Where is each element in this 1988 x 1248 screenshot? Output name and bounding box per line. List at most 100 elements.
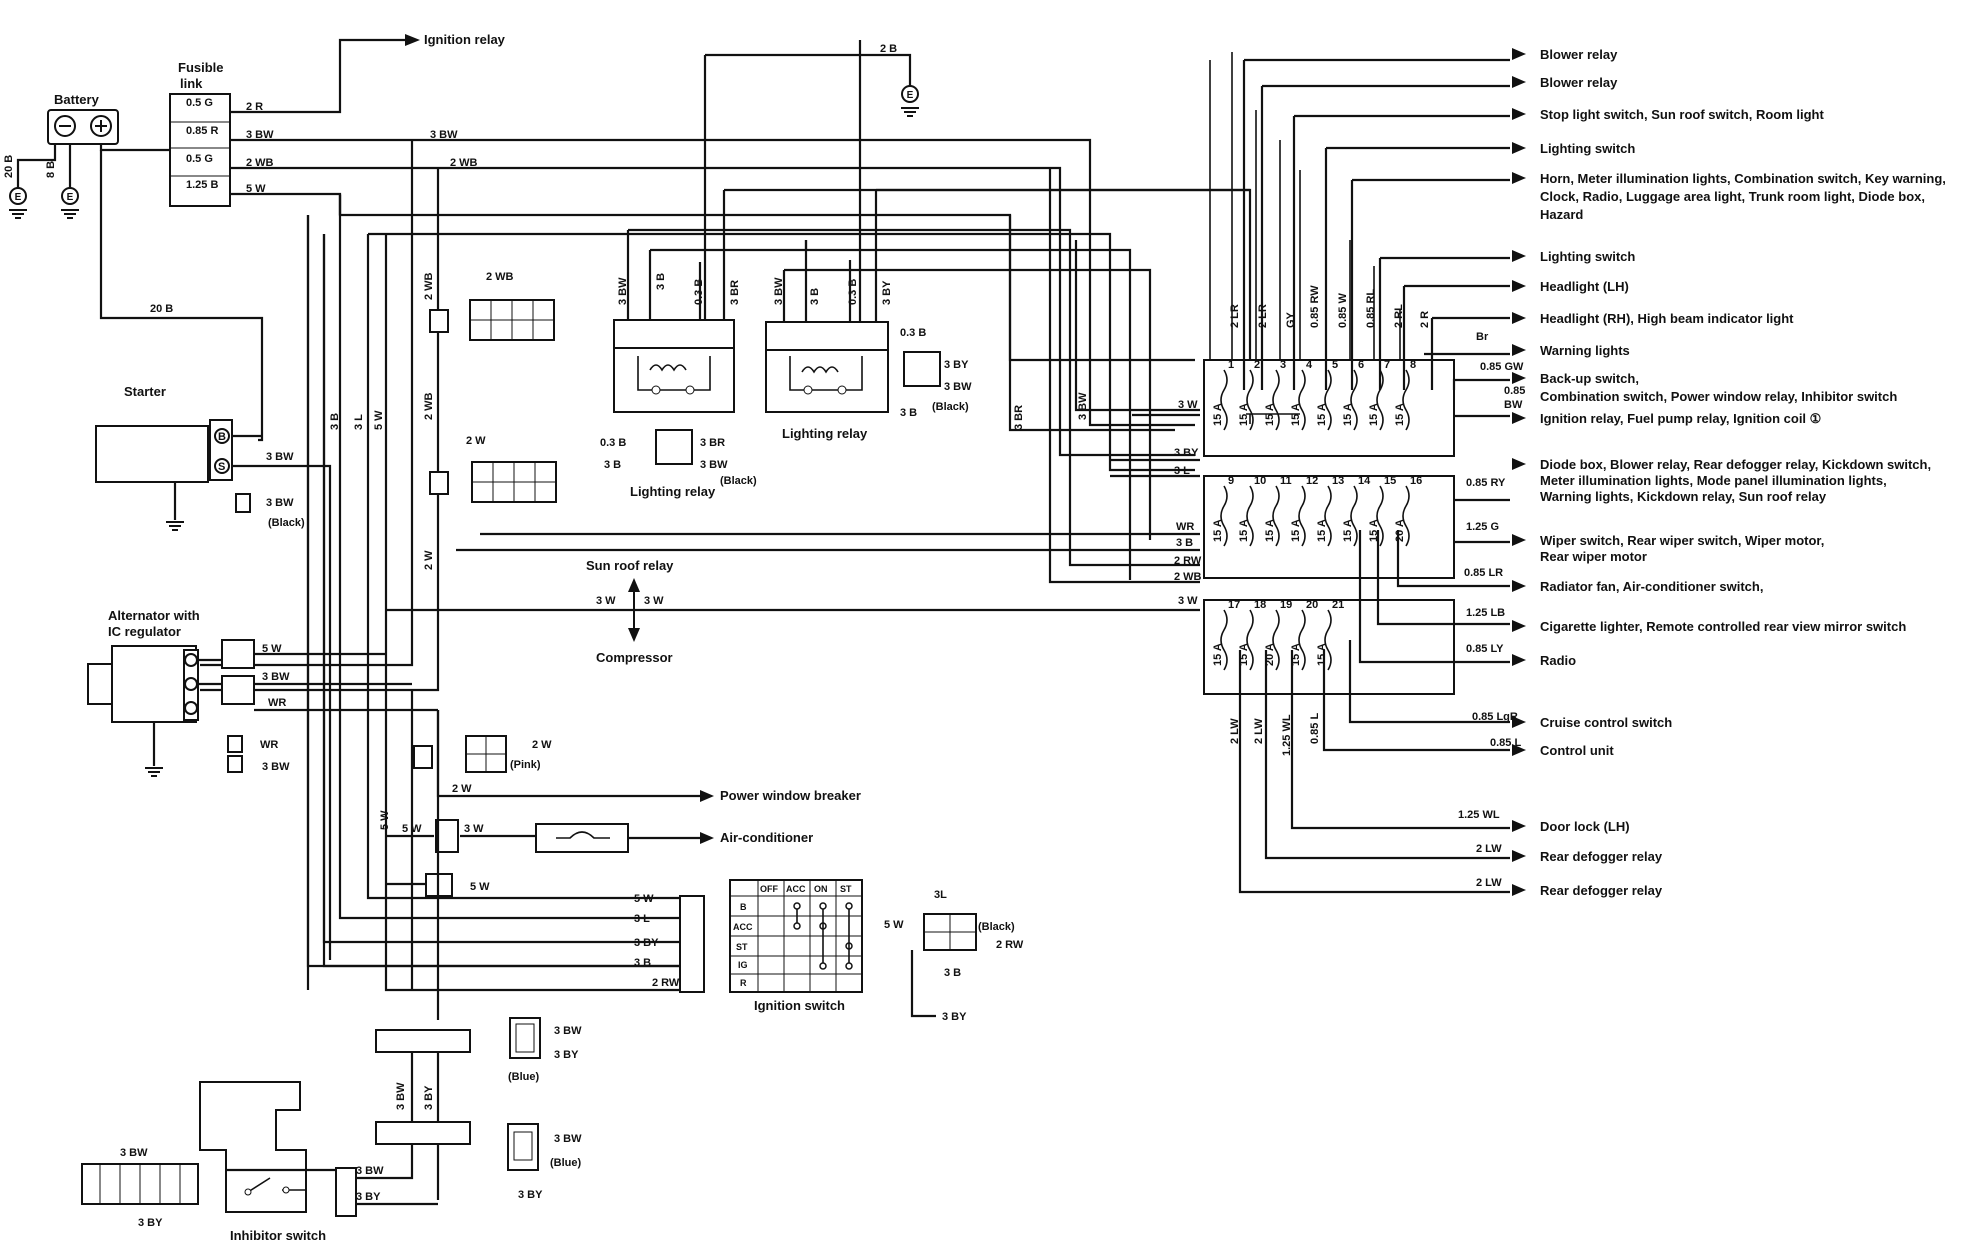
lr2-w2: 3 B xyxy=(809,288,821,305)
fuse-rating-16: 20 A xyxy=(1394,519,1406,542)
pink-2w: 2 W xyxy=(532,739,552,751)
w-2r: 2 R xyxy=(246,101,263,113)
fuse-number-7: 7 xyxy=(1384,359,1390,371)
fuse-rating-3: 15 A xyxy=(1264,403,1276,426)
w-5w-fl: 5 W xyxy=(246,183,266,195)
w-2w-v: 2 W xyxy=(423,550,435,570)
fb-085rw: 0.85 RW xyxy=(1309,285,1321,328)
alternator-label1: Alternator with xyxy=(108,608,200,623)
fb-gy: GY xyxy=(1285,311,1297,328)
ig-2rw: 2 RW xyxy=(652,977,680,989)
svg-text:S: S xyxy=(218,461,225,473)
fb-2rl: 2 RL xyxy=(1393,304,1405,328)
w-3bw-starter: 3 BW xyxy=(266,451,294,463)
inh-3by: 3 BY xyxy=(356,1191,381,1203)
w-3w-ac: 3 W xyxy=(464,823,484,835)
w-2wb-v1: 2 WB xyxy=(423,272,435,300)
ig-row-st: ST xyxy=(736,942,748,952)
lighting-relay-label-2: Lighting relay xyxy=(782,426,868,441)
bc1-blue: (Blue) xyxy=(508,1071,540,1083)
fuse-rating-12: 15 A xyxy=(1290,519,1302,542)
fuse-2: 15 A2 xyxy=(1238,359,1260,431)
fb-085l: 0.85 L xyxy=(1309,713,1321,744)
fuse-box xyxy=(1203,52,1455,695)
fuse-rating-9: 15 A xyxy=(1212,519,1224,542)
dest-air-conditioner: Air-conditioner xyxy=(720,830,813,845)
fb-085lgr: 0.85 LgR xyxy=(1472,711,1518,723)
lr1c-3bw: 3 BW xyxy=(700,459,728,471)
lr2-w3: 0.3 B xyxy=(847,279,859,305)
bc1-3bw: 3 BW xyxy=(554,1025,582,1037)
w-wr-h: WR xyxy=(1176,521,1194,533)
dest-label-4: Lighting switch xyxy=(1540,141,1635,156)
bc2-blue: (Blue) xyxy=(550,1157,582,1169)
fb-2r: 2 R xyxy=(1419,311,1431,328)
fuse-number-10: 10 xyxy=(1254,475,1266,487)
ig-3b: 3 B xyxy=(634,957,651,969)
dest-arrow-20 xyxy=(1512,580,1526,592)
fb-bw: BW xyxy=(1504,399,1523,411)
fuse-number-3: 3 xyxy=(1280,359,1286,371)
w-3w-top: 3 W xyxy=(1178,399,1198,411)
dest-arrow-5 xyxy=(1512,172,1526,184)
fuse-rating-4: 15 A xyxy=(1290,403,1302,426)
inh-3bw-v: 3 BW xyxy=(395,1082,407,1110)
lr1-w3: 0.3 B xyxy=(693,279,705,305)
fb-085gw: 0.85 GW xyxy=(1480,361,1524,373)
dest-arrow-15 xyxy=(1512,458,1526,470)
w-2wb-b: 2 WB xyxy=(450,157,478,169)
w-3w-sr1: 3 W xyxy=(596,595,616,607)
inhc-3by: 3 BY xyxy=(138,1217,163,1229)
fuse-number-16: 16 xyxy=(1410,475,1422,487)
alternator-label2: IC regulator xyxy=(108,624,181,639)
dest-ignition-relay-top: Ignition relay xyxy=(424,32,506,47)
fb-085lr: 0.85 LR xyxy=(1464,567,1503,579)
fb-085ly: 0.85 LY xyxy=(1466,643,1504,655)
fuse-14: 15 A14 xyxy=(1342,475,1371,547)
fuse-8: 15 A8 xyxy=(1394,359,1416,431)
w-2wb-v2: 2 WB xyxy=(423,392,435,420)
ig-row-acc: ACC xyxy=(733,922,753,932)
fusible-link-label1: Fusible xyxy=(178,60,224,75)
w-3by-h: 3 BY xyxy=(1174,447,1199,459)
connector-2wb: 2 WB xyxy=(429,271,555,341)
dest-label-26: Rear defogger relay xyxy=(1540,849,1663,864)
lighting-relay-2: 3 BW 3 B 0.3 B 3 BY Lighting relay 0.3 B… xyxy=(765,190,972,441)
dest-label-19: Rear wiper motor xyxy=(1540,549,1647,564)
fuse-number-15: 15 xyxy=(1384,475,1396,487)
sun-roof-relay-label: Sun roof relay xyxy=(586,558,674,573)
c3l-2rw: 2 RW xyxy=(996,939,1024,951)
dest-label-16: Meter illumination lights, Mode panel il… xyxy=(1540,473,1887,488)
w-5w-alt: 5 W xyxy=(262,643,282,655)
lr1c-03b: 0.3 B xyxy=(600,437,626,449)
lr1-w4: 3 BR xyxy=(729,280,741,305)
lr2c-3bw: 3 BW xyxy=(944,381,972,393)
dest-label-17: Warning lights, Kickdown relay, Sun roof… xyxy=(1540,489,1827,504)
ig-col-st: ST xyxy=(840,884,852,894)
starter: Starter B S 3 BW 3 BW (Black) xyxy=(95,384,332,960)
fb-2lr-1: 2 LR xyxy=(1229,304,1241,328)
w-5w-v2: 5 W xyxy=(379,810,391,830)
fb-125wl: 1.25 WL xyxy=(1281,714,1293,756)
w-3bw-v: 3 BW xyxy=(1077,392,1089,420)
dest-arrow-18 xyxy=(1512,534,1526,546)
dest-arrow-2 xyxy=(1512,76,1526,88)
fuse-number-2: 2 xyxy=(1254,359,1260,371)
fuse-number-1: 1 xyxy=(1228,359,1234,371)
fl-2: 0.85 R xyxy=(186,125,218,137)
c3l-3b: 3 B xyxy=(944,967,961,979)
dest-label-11: Warning lights xyxy=(1540,343,1630,358)
fl-1: 0.5 G xyxy=(186,97,213,109)
w-3bw-stub: 3 BW xyxy=(266,497,294,509)
w-3w-h: 3 W xyxy=(1178,595,1198,607)
fuse-9: 15 A9 xyxy=(1212,475,1234,547)
fb-2lw-1: 2 LW xyxy=(1229,718,1241,744)
lr1c-3b: 3 B xyxy=(604,459,621,471)
dest-label-25: Door lock (LH) xyxy=(1540,819,1630,834)
connector-2w: 2 W xyxy=(429,435,557,503)
lr1-w1: 3 BW xyxy=(617,277,629,305)
inhibitor-connector: 3 BW 3 BY xyxy=(81,1147,199,1229)
lighting-relay-1: 3 BW 3 B 0.3 B 3 BR Lighting relay 0.3 B… xyxy=(600,190,757,499)
fuse-rating-17: 15 A xyxy=(1212,643,1224,666)
bc2-3by: 3 BY xyxy=(518,1189,543,1201)
